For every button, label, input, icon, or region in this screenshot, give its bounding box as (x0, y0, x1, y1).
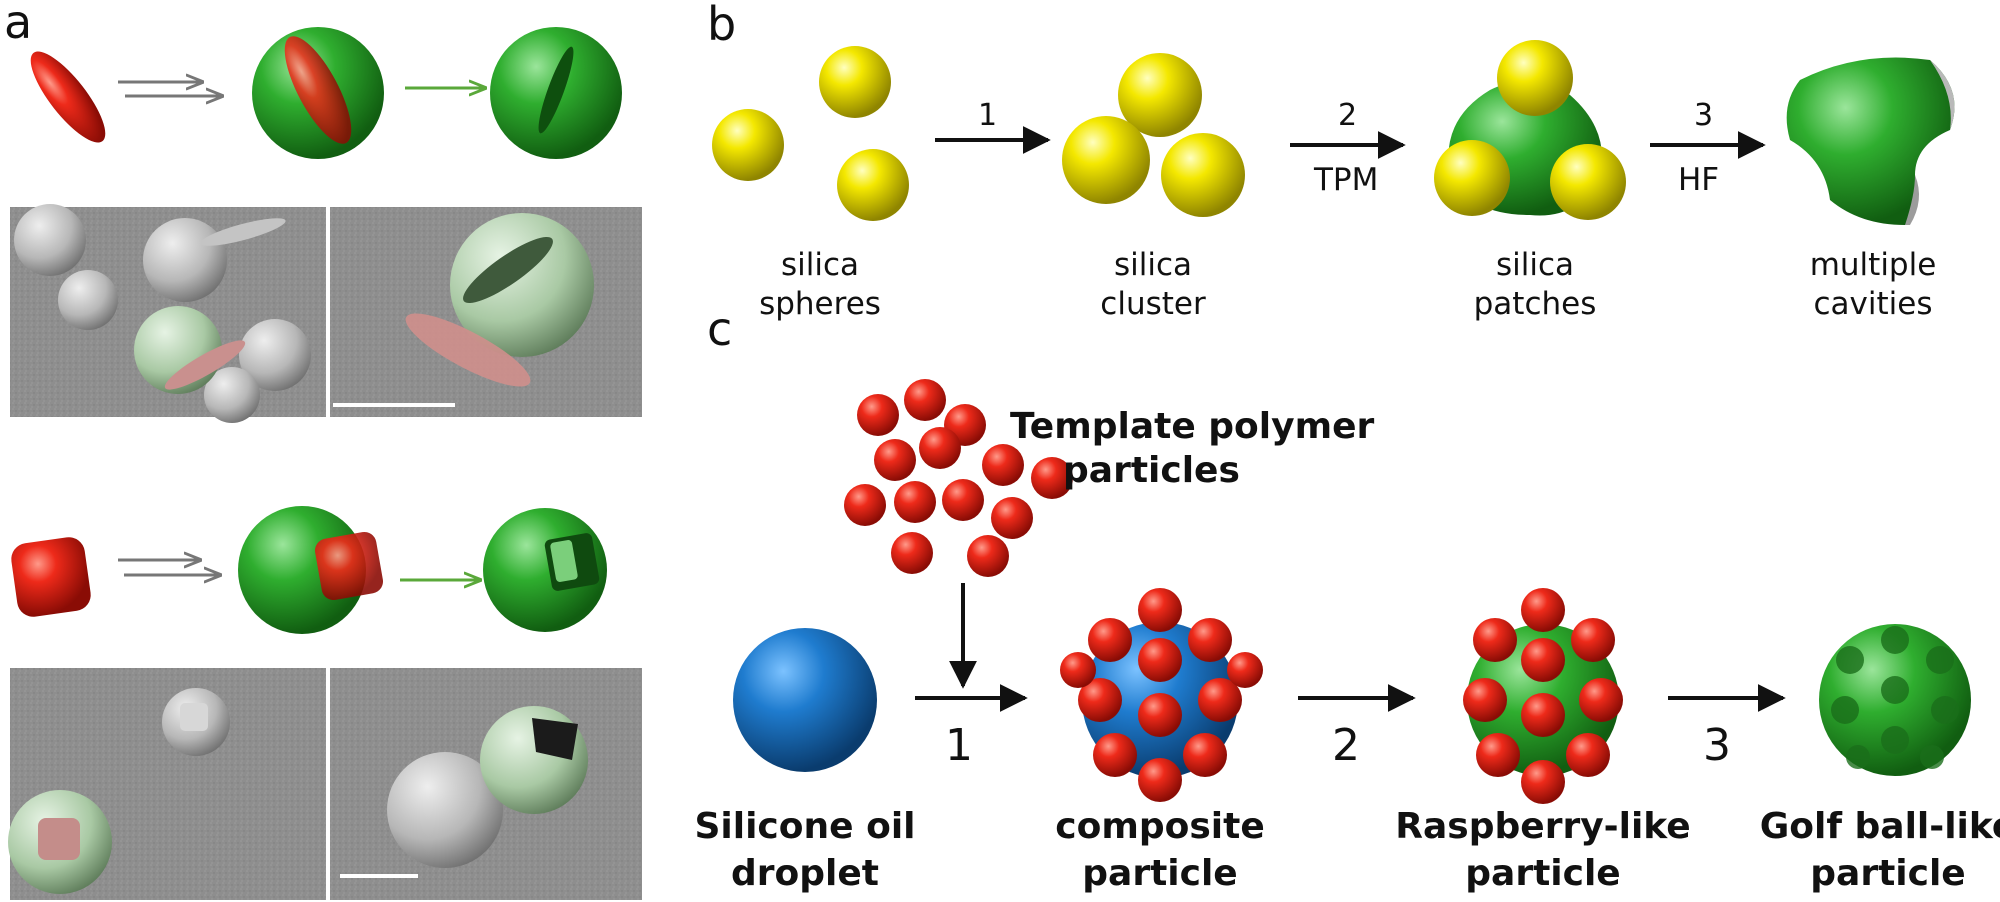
label-silica-patches-1: silica (1496, 247, 1574, 283)
embedded-ellipsoid (284, 36, 352, 144)
label-silica-spheres-1: silica (781, 247, 859, 283)
panel-b-letter: b (707, 0, 736, 51)
step1-number: 1 (978, 98, 997, 133)
yellow-sphere (1118, 53, 1202, 137)
ellipsoid-cavity (538, 46, 574, 134)
panel-a-letter: a (4, 0, 32, 49)
label-raspberry-2: particle (1465, 853, 1620, 894)
panel-a-row2-sem (8, 668, 642, 900)
label-silicone-oil-1: Silicone oil (694, 806, 915, 847)
yellow-sphere (1161, 133, 1245, 217)
yellow-sphere (837, 149, 909, 221)
step2-number: 2 (1338, 98, 1357, 133)
yellow-patch (1434, 140, 1510, 216)
panel-c-letter: c (707, 302, 732, 356)
yellow-patch (1497, 40, 1573, 116)
composite-particle (1060, 588, 1263, 802)
panel-b-labels: silica spheres silica cluster silica pat… (759, 247, 1936, 322)
label-golf-ball-1: Golf ball-like (1760, 806, 2000, 847)
label-template-1: Template polymer (1010, 406, 1375, 447)
label-template-2: particles (1063, 450, 1240, 491)
golf-ball-like-particle (1819, 624, 1971, 776)
embedded-cube (314, 531, 384, 601)
step2-number: 2 (1332, 720, 1360, 771)
step1-number: 1 (945, 720, 973, 771)
label-silicone-oil-2: droplet (731, 853, 879, 894)
panel-a-row1-schematic (30, 27, 622, 159)
step3-number: 3 (1694, 98, 1713, 133)
label-silica-patches-2: patches (1474, 286, 1597, 322)
step2-reagent: TPM (1313, 162, 1378, 198)
step3-reagent: HF (1678, 162, 1719, 198)
yellow-sphere (712, 109, 784, 181)
label-composite-1: composite (1055, 806, 1264, 847)
yellow-sphere (819, 46, 891, 118)
panel-b: b 1 2 TPM 3 HF (707, 0, 1955, 322)
panel-c-labels: Silicone oil droplet composite particle … (694, 806, 2000, 894)
green-tripod-shell (1786, 57, 1955, 225)
panel-a-row1-sem (10, 204, 642, 423)
label-silica-cluster-1: silica (1114, 247, 1192, 283)
yellow-sphere (1062, 116, 1150, 204)
raspberry-like-particle (1463, 588, 1623, 804)
multiple-cavities-particle (1786, 57, 1955, 225)
silicone-oil-droplet (733, 628, 877, 772)
yellow-patch (1550, 144, 1626, 220)
panel-a-row2-schematic (11, 506, 607, 634)
template-polymer-particles (844, 379, 1073, 577)
label-multiple-cavities-2: cavities (1814, 286, 1933, 322)
silica-patches (1434, 40, 1626, 220)
label-composite-2: particle (1082, 853, 1237, 894)
cube-template (11, 537, 91, 617)
label-golf-ball-2: particle (1810, 853, 1965, 894)
silica-spheres (712, 46, 909, 221)
ellipsoid-template (30, 51, 106, 143)
silica-cluster (1062, 53, 1245, 217)
label-multiple-cavities-1: multiple (1810, 247, 1937, 283)
step3-number: 3 (1703, 720, 1731, 771)
panel-a: a (4, 0, 642, 900)
label-raspberry-1: Raspberry-like (1395, 806, 1690, 847)
label-silica-spheres-2: spheres (759, 286, 881, 322)
label-silica-cluster-2: cluster (1100, 286, 1206, 322)
panel-c: c Template polymer particles 1 (694, 302, 2000, 894)
